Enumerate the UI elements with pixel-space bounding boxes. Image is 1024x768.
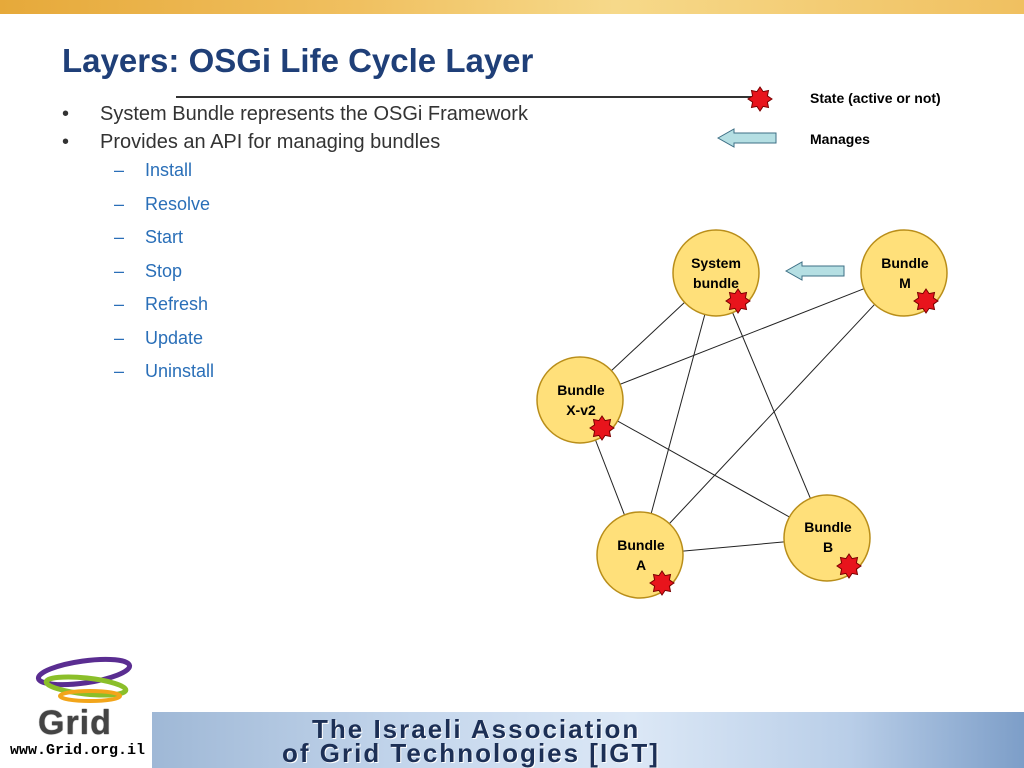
state-star-icon	[913, 288, 939, 314]
grid-logo-text: Grid	[38, 704, 112, 742]
sub-bullet-install: –Install	[114, 160, 193, 180]
bundle-diagram	[536, 86, 948, 599]
bullet-item: System Bundle represents the OSGi Framew…	[62, 104, 532, 126]
footer-logo-area	[0, 656, 152, 768]
edge-m-xv2	[579, 272, 905, 401]
footer-url-link[interactable]: www.Grid.org.il	[10, 742, 146, 759]
state-star-icon	[836, 553, 862, 579]
grid-logo-swoosh-icon	[35, 656, 133, 703]
sub-bullet-resolve: –Resolve	[114, 193, 211, 214]
legend-manages-arrow-icon	[716, 128, 777, 148]
slide-title: Layers: OSGi Life Cycle Layer	[62, 42, 534, 79]
edge-m-a	[639, 272, 905, 556]
state-star-icon	[589, 415, 615, 441]
sub-bullet-refresh: –Refresh	[114, 294, 209, 314]
edge-xv2-b	[579, 399, 828, 539]
state-star-icon	[725, 288, 751, 314]
bullet-item: Provides an API for managing bundles	[62, 132, 532, 154]
state-star-icon	[649, 570, 675, 596]
sub-bullet-update: –Update	[114, 327, 204, 348]
sub-bullet-stop: –Stop	[114, 260, 183, 281]
edge-system-a	[639, 272, 717, 556]
legend-state-star-icon	[747, 86, 773, 112]
banner-title-line2: of Grid Technologies [IGT]	[282, 738, 660, 768]
footer-banner: The Israeli Association of Grid Technolo…	[152, 712, 1024, 768]
state-stars	[589, 288, 939, 596]
banner-title-line1: The Israeli Association	[312, 714, 641, 744]
edge-system-b	[715, 272, 828, 539]
title-divider	[176, 96, 766, 98]
legend-manages-label: Manages	[810, 131, 870, 147]
bullet-list: System Bundle represents the OSGi Framew…	[62, 104, 532, 395]
top-decorative-band	[0, 0, 1024, 14]
sub-bullet-uninstall: –Uninstall	[114, 361, 215, 381]
legend-state-label: State (active or not)	[810, 90, 941, 106]
manages-arrow-icon	[784, 261, 845, 281]
sub-bullet-start: –Start	[114, 227, 184, 247]
legend-graphics	[716, 86, 845, 281]
